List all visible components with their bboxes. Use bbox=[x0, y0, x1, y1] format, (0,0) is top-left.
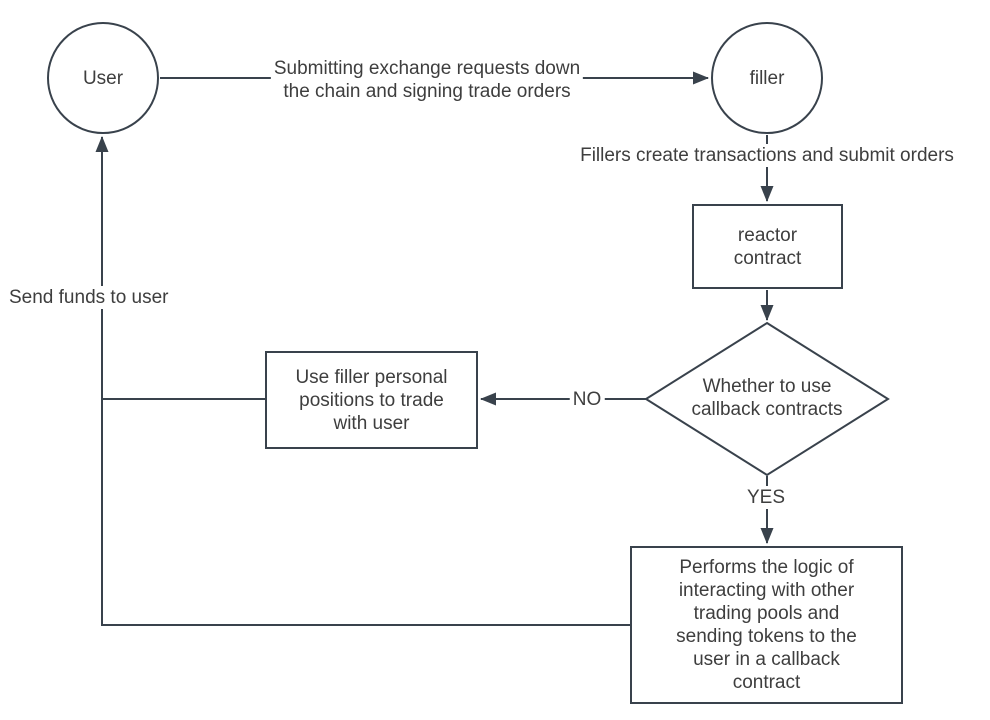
node-callback-decision-label: Whether to use callback contracts bbox=[691, 376, 843, 420]
decision-diamond-shape bbox=[644, 321, 890, 477]
edge-label-no: NO bbox=[569, 388, 605, 411]
node-callback-logic: Performs the logic of interacting with o… bbox=[630, 546, 903, 704]
node-reactor-contract-label: reactor contract bbox=[733, 224, 802, 269]
node-filler-positions: Use filler personal positions to trade w… bbox=[265, 351, 478, 449]
edge-label-user-to-filler: Submitting exchange requests down the ch… bbox=[270, 57, 584, 103]
node-filler-label: filler bbox=[749, 67, 785, 89]
edge-label-send-funds: Send funds to user bbox=[6, 286, 172, 309]
node-callback-logic-label: Performs the logic of interacting with o… bbox=[676, 557, 857, 693]
node-filler: filler bbox=[711, 22, 823, 134]
node-filler-positions-label: Use filler personal positions to trade w… bbox=[295, 366, 448, 434]
node-reactor-contract: reactor contract bbox=[692, 204, 843, 289]
edge-label-filler-to-reactor: Fillers create transactions and submit o… bbox=[577, 144, 957, 167]
node-user-label: User bbox=[82, 67, 124, 89]
node-user: User bbox=[47, 22, 159, 134]
edge-label-yes: YES bbox=[743, 486, 789, 509]
